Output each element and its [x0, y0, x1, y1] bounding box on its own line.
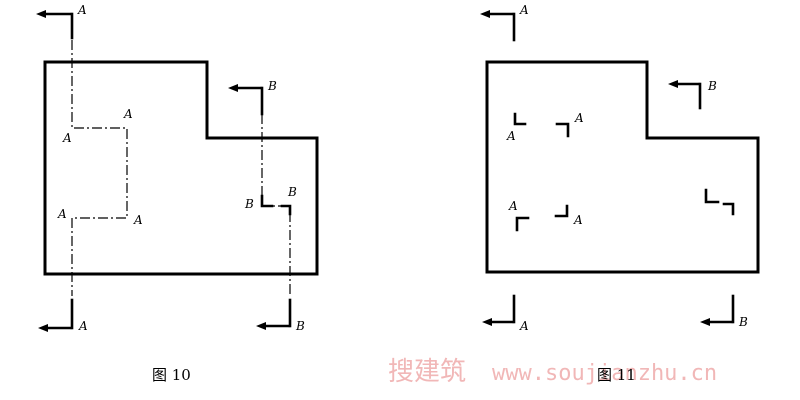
section-label: B — [295, 319, 305, 333]
section-b-cut-line — [261, 96, 291, 296]
section-a-inner-mark — [513, 112, 527, 126]
plan-outline — [43, 60, 319, 276]
section-a-inner-mark — [555, 122, 570, 138]
section-label: A — [123, 107, 133, 121]
section-label: B — [738, 315, 748, 329]
section-label: A — [77, 3, 87, 17]
section-b-top-marker: B — [668, 79, 717, 110]
section-b-inner-mark — [722, 202, 735, 216]
section-a-cut-line — [71, 40, 128, 296]
section-a-top-marker: A — [480, 3, 529, 42]
section-b-inner-mark — [704, 188, 720, 204]
section-label: B — [287, 185, 297, 199]
section-a-inner-mark — [515, 216, 530, 232]
figure-11: A A A A A B A — [480, 3, 760, 384]
figure-10: A A A A A A B B B B — [36, 3, 319, 384]
watermark-cn: 搜建筑 — [388, 357, 466, 387]
section-label: A — [62, 131, 72, 145]
section-label: A — [574, 111, 584, 125]
section-a-bottom-marker: A — [38, 298, 88, 333]
section-label: B — [707, 79, 717, 93]
section-a-inner-mark — [554, 204, 569, 218]
section-label: A — [78, 319, 88, 333]
section-label: A — [57, 207, 67, 221]
section-label: A — [506, 129, 516, 143]
section-label: B — [267, 79, 277, 93]
section-label: A — [519, 319, 529, 333]
section-a-bottom-marker: A — [482, 294, 529, 333]
section-b-top-marker: B — [228, 79, 277, 116]
section-b-step-mark — [260, 194, 274, 208]
figure-caption: 图 11 — [597, 366, 636, 384]
section-label: A — [508, 199, 518, 213]
section-a-top-marker: A — [36, 3, 87, 40]
section-b-step-mark — [280, 204, 292, 216]
section-label: B — [244, 197, 254, 211]
plan-outline — [485, 60, 760, 274]
watermark: 搜建筑 www.soujianzhu.cn — [388, 357, 717, 387]
section-b-bottom-marker: B — [700, 294, 748, 329]
section-label: A — [573, 213, 583, 227]
section-b-bottom-marker: B — [256, 298, 305, 333]
section-label: A — [519, 3, 529, 17]
figure-caption: 图 10 — [152, 366, 191, 384]
section-label: A — [133, 213, 143, 227]
watermark-url: www.soujianzhu.cn — [492, 361, 717, 386]
